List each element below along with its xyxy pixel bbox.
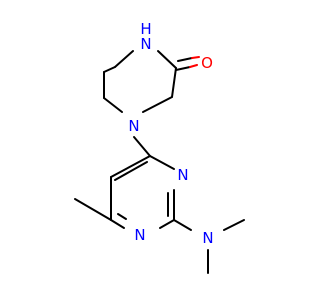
bond-n1-c2 [159, 219, 175, 229]
atom-n-pyrimidine-3: N [177, 166, 188, 184]
atom-labels: N H O N N N N [128, 20, 213, 247]
bond-c3-o-red-1 [189, 64, 198, 68]
bond-n1-c4 [133, 136, 151, 157]
bond-c6-n1 [110, 219, 125, 229]
bonds [74, 50, 245, 274]
molecule-structure: N H O N N N N [0, 0, 300, 300]
atom-nh-h: H [140, 20, 151, 38]
bond-c4-c5-inner [114, 161, 148, 181]
bond-c3-o-red-2 [191, 56, 200, 59]
bond-c3-o-2 [177, 57, 193, 62]
bond-c2-namine [173, 219, 192, 231]
bond-c6-methyl [74, 198, 112, 221]
bond-n1-c5 [103, 97, 123, 113]
bond-c7-nh [114, 50, 134, 68]
bond-c3-o-1 [175, 66, 191, 71]
bond-nh-c3 [157, 50, 177, 69]
bond-c6-n1-inner [117, 213, 127, 220]
atom-n-dimethylamino: N [202, 229, 213, 247]
bond-c2-n1 [142, 96, 173, 113]
bond-c6-c7 [103, 66, 116, 73]
atom-n-diazepane: N [128, 117, 139, 135]
atom-nh-n: N [140, 35, 151, 53]
bond-c3-c2 [171, 67, 177, 98]
bond-c4-c5 [110, 155, 151, 178]
background [0, 0, 300, 300]
bond-namine-me-upper [223, 219, 245, 231]
atom-n-pyrimidine-1: N [134, 226, 145, 244]
bond-n3-c4 [149, 155, 175, 170]
atom-o: O [201, 54, 213, 72]
